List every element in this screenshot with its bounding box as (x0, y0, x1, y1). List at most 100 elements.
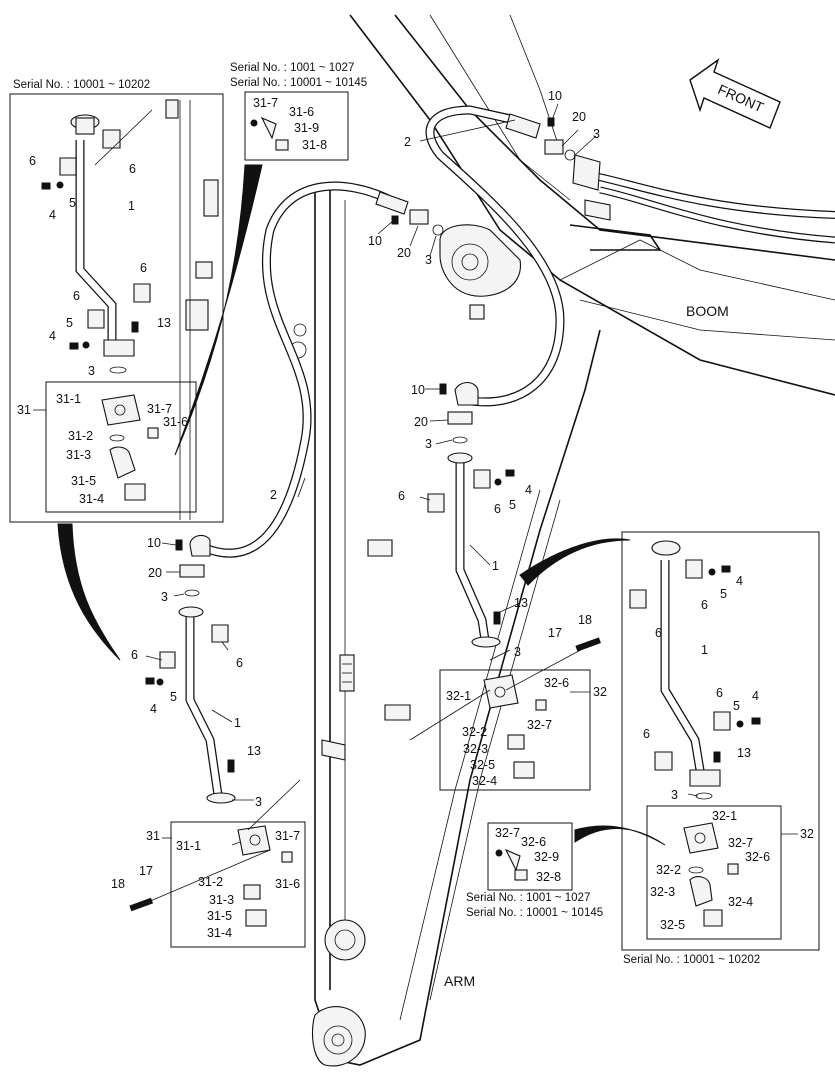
callout-32-4: 32-4 (728, 895, 753, 909)
callout-31-6: 31-6 (289, 105, 314, 119)
clamps-main (145, 469, 515, 773)
callout-31-5: 31-5 (71, 474, 96, 488)
callout-6: 6 (643, 727, 650, 741)
callout-6: 6 (29, 154, 36, 168)
callout-5: 5 (170, 690, 177, 704)
callout-3: 3 (255, 795, 262, 809)
callouts-upper-main: 10 20 3 2 10 20 3 (368, 89, 600, 267)
callout-4: 4 (150, 702, 157, 716)
callout-3: 3 (425, 437, 432, 451)
fittings-upper (391, 117, 576, 236)
arm-label: ARM (444, 973, 475, 989)
callout-1: 1 (234, 716, 241, 730)
callout-6: 6 (494, 502, 501, 516)
serial-top-mid-2: Serial No. : 10001 ~ 10145 (230, 77, 367, 89)
callouts-right-inset: 4 5 6 6 1 6 5 4 6 13 3 32 32-1 32-7 32-6… (643, 574, 814, 932)
callout-4: 4 (752, 689, 759, 703)
callout-31-9: 31-9 (294, 121, 319, 135)
callout-1: 1 (492, 559, 499, 573)
fittings-center (439, 381, 479, 444)
callout-31-6: 31-6 (163, 415, 188, 429)
pipe-lower-left (178, 606, 236, 804)
callout-10: 10 (147, 536, 161, 550)
leader-lines (33, 103, 798, 846)
callout-31-1: 31-1 (176, 839, 201, 853)
callouts-group-32-main: 32 32-1 32-6 32-7 32-2 32-3 32-5 32-4 (439, 669, 607, 791)
callout-31-4: 31-4 (79, 492, 104, 506)
callout-10: 10 (368, 234, 382, 248)
callout-32-2: 32-2 (462, 725, 487, 739)
serial-top-mid-1: Serial No. : 1001 ~ 1027 (230, 62, 354, 74)
callouts-bottom-mid-inset: 32-7 32-6 32-9 32-8 (495, 826, 561, 884)
serial-bottom-right: Serial No. : 10001 ~ 10202 (623, 954, 760, 966)
arm-structure (203, 179, 601, 1067)
callout-32-6: 32-6 (745, 850, 770, 864)
serial-bottom-mid-1: Serial No. : 1001 ~ 1027 (466, 892, 590, 904)
callout-32: 32 (593, 685, 607, 699)
callout-32-6: 32-6 (544, 676, 569, 690)
callout-6: 6 (131, 648, 138, 662)
callout-5: 5 (69, 196, 76, 210)
callout-3: 3 (88, 364, 95, 378)
callout-31-5: 31-5 (207, 909, 232, 923)
callout-3: 3 (593, 127, 600, 141)
inset-right (621, 531, 820, 951)
callout-31: 31 (17, 403, 31, 417)
fittings-left (175, 534, 211, 597)
serial-labels: Serial No. : 10001 ~ 10202 Serial No. : … (13, 62, 760, 966)
callout-32-3: 32-3 (650, 885, 675, 899)
callouts-top-mid-inset: 31-7 31-6 31-9 31-8 (253, 96, 327, 152)
callout-31-7: 31-7 (253, 96, 278, 110)
callout-32-5: 32-5 (470, 758, 495, 772)
callout-6: 6 (129, 162, 136, 176)
callout-31: 31 (146, 829, 160, 843)
callout-17: 17 (139, 864, 153, 878)
callout-18: 18 (111, 877, 125, 891)
callout-32-1: 32-1 (446, 689, 471, 703)
callouts-group-31-main: 31 31-1 31-7 31-6 31-2 31-3 31-5 31-4 17… (111, 821, 306, 948)
callout-13: 13 (514, 596, 528, 610)
callout-3: 3 (671, 788, 678, 802)
callout-32-4: 32-4 (472, 774, 497, 788)
callout-1: 1 (701, 643, 708, 657)
callout-4: 4 (736, 574, 743, 588)
callout-31-8: 31-8 (302, 138, 327, 152)
callout-2: 2 (404, 135, 411, 149)
inset-left (9, 93, 224, 523)
callout-32: 32 (800, 827, 814, 841)
area-labels: BOOM ARM (444, 303, 729, 989)
callout-31-7: 31-7 (275, 829, 300, 843)
callout-4: 4 (49, 208, 56, 222)
callout-5: 5 (733, 699, 740, 713)
callout-3: 3 (425, 253, 432, 267)
callout-31-2: 31-2 (198, 875, 223, 889)
callout-13: 13 (157, 316, 171, 330)
callout-32-5: 32-5 (660, 918, 685, 932)
callout-32-1: 32-1 (712, 809, 737, 823)
inset-bottom-mid (487, 822, 573, 891)
callout-18: 18 (578, 613, 592, 627)
callout-10: 10 (548, 89, 562, 103)
callout-31-7: 31-7 (147, 402, 172, 416)
callout-17: 17 (548, 626, 562, 640)
boom-label: BOOM (686, 303, 729, 319)
callout-20: 20 (572, 110, 586, 124)
valve-31-main (129, 825, 293, 927)
callout-6: 6 (398, 489, 405, 503)
callout-5: 5 (66, 316, 73, 330)
callout-6: 6 (140, 261, 147, 275)
callout-6: 6 (655, 626, 662, 640)
callout-20: 20 (148, 566, 162, 580)
connector-swooshes (57, 164, 666, 846)
callout-1: 1 (128, 199, 135, 213)
callout-3: 3 (161, 590, 168, 604)
callout-31-3: 31-3 (66, 448, 91, 462)
boom-structure (349, 14, 835, 396)
callouts-left-inset: 6 6 5 4 1 6 6 13 5 4 3 31 31-1 31-7 31-6… (17, 154, 188, 506)
callout-20: 20 (397, 246, 411, 260)
serial-bottom-mid-2: Serial No. : 10001 ~ 10145 (466, 907, 603, 919)
callout-5: 5 (720, 587, 727, 601)
callout-32-2: 32-2 (656, 863, 681, 877)
